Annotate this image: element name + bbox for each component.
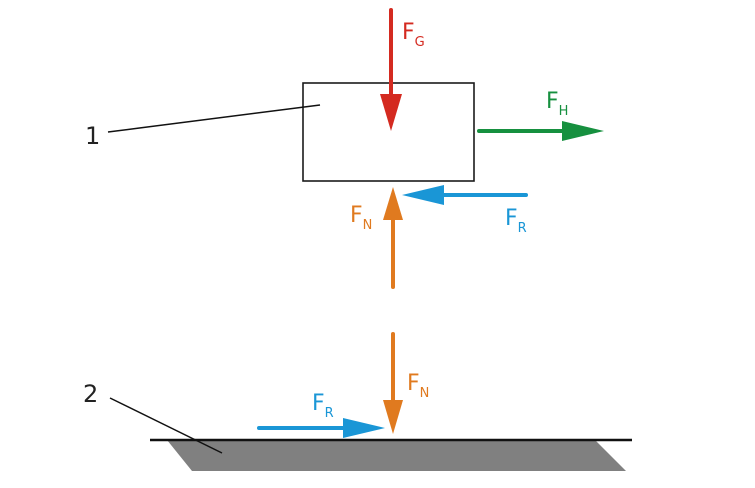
- normal-ground-label: FN: [407, 371, 429, 401]
- callout-1-leader: [107, 104, 321, 133]
- force-friction-block: FR: [402, 185, 528, 236]
- pull-label: FH: [546, 89, 568, 119]
- gravity-arrow-head: [380, 94, 402, 131]
- force-gravity: FG: [380, 8, 425, 131]
- gravity-label: FG: [402, 20, 425, 50]
- force-normal-block: FN: [350, 187, 403, 289]
- callout-1-label: 1: [85, 122, 100, 150]
- force-pull: FH: [477, 89, 604, 141]
- friction-block-label: FR: [505, 206, 527, 236]
- friction-ground-label: FR: [312, 391, 334, 421]
- pull-arrow-head: [562, 121, 604, 141]
- normal-ground-arrow-head: [383, 400, 403, 434]
- callout-2-leader: [109, 397, 223, 454]
- ground: [150, 438, 632, 471]
- callout-2: 2: [83, 380, 223, 454]
- normal-block-label: FN: [350, 203, 372, 233]
- ground-hatch: [167, 440, 626, 471]
- callout-2-label: 2: [83, 380, 98, 408]
- block: [302, 82, 475, 182]
- force-normal-ground: FN: [383, 332, 429, 434]
- normal-block-arrow-head: [383, 187, 403, 220]
- friction-block-arrow-head: [402, 185, 444, 205]
- force-friction-ground: FR: [257, 391, 385, 438]
- callout-1: 1: [85, 104, 321, 150]
- friction-ground-arrow-head: [343, 418, 385, 438]
